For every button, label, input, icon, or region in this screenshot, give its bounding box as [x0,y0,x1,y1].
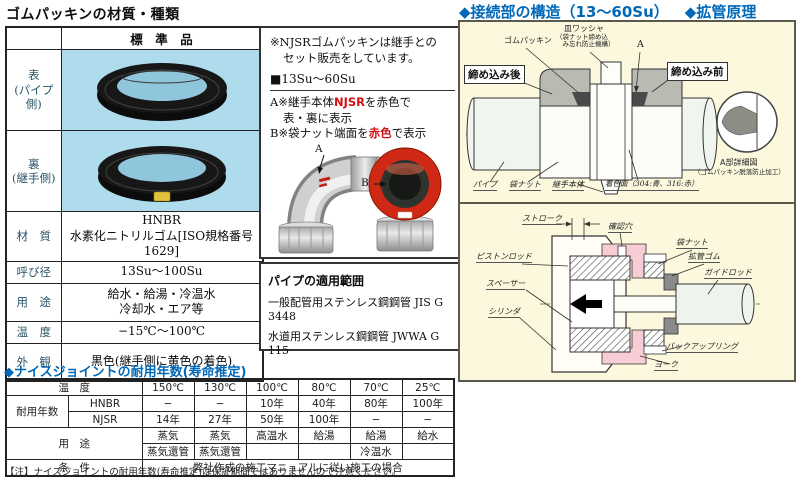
label-pipe: パイプ [473,180,497,192]
pipe-scope-box: パイプの適用範囲 一般配管用ステンレス鋼鋼管 JIS G 3448 水道用ステン… [259,262,462,357]
life-years-label: 耐用年数 [5,395,69,428]
red-njsr-mark [318,176,331,183]
spec-value-temp: −15℃〜100℃ [60,320,263,344]
joint-structure-diagram [466,47,778,195]
life-use-row2: 蒸気還管 蒸気還管 冷温水 [6,443,455,460]
white-tag [397,211,413,219]
life-njsr-row: NJSR 14年 27年 50年 100年 − − [6,411,455,428]
njsr-note-line1: ※NJSRゴムパッキンは継手との [270,35,437,49]
hnbr-label: HNBR [67,395,143,412]
footnote: 【注】ナイスジョイントの耐用年数(寿命推定)は保証期間ではありませんので注意くだ… [5,467,402,478]
life-hnbr-row: 耐用年数 HNBR − − 10年 40年 80年 100年 [5,395,455,428]
photo-label-a: A [315,143,323,155]
spec-value-appearance: 黒色(継手側に黄色の着色) [60,342,263,382]
fitting-photos [278,147,442,254]
label-after-tightening: 締め込み後 [464,65,525,84]
life-use-row1: 用 途 蒸気 蒸気 高温水 給湯 給湯 給水 [5,427,455,460]
photo-label-b: B [361,177,369,189]
expansion-principle-diagram [519,218,760,373]
structure-title-2: ◆拡管原理 [684,3,757,21]
label-nut-2: 袋ナット [676,238,708,250]
structure-section-title: ◆接続部の構造（13〜60Su） ◆拡管原理 [459,1,799,22]
label-nut: 袋ナット [509,180,541,192]
pipe-scope-line2: 水道用ステンレス鋼鋼管 JWWA G 115 [268,330,440,357]
life-condition-value: 弊社作成の施工マニュアルに従い施工の場合 [141,459,455,477]
label-guide-rod: ガイドロッド [704,268,752,280]
note-a-line2: 表・裏に表示 [283,110,352,125]
spec-label-material: 材 質 [5,211,62,262]
red-color-text: 赤色 [368,126,392,141]
spec-value-material: HNBR 水素化ニトリルゴム[ISO規格番号1629] [60,211,263,262]
spec-photo-back [60,130,263,212]
pipe-scope-title: パイプの適用範囲 [268,274,365,288]
label-stroke: ストローク [522,214,562,226]
njsr-red-text: NJSR [333,95,365,110]
spec-corner-cell [5,26,62,50]
label-piston-rod: ピストンロッド [476,252,532,264]
spec-label-use: 用 途 [5,282,62,322]
spec-label-size: 呼び径 [5,260,62,284]
structure-title-1: ◆接続部の構造（13〜60Su） [459,3,669,21]
label-washer: 皿ワッシャ [564,24,604,33]
packing-front-image [61,50,262,130]
njsr-size-range: ■13Su〜60Su [270,71,455,92]
spec-value-use: 給水・給湯・冷温水 冷却水・エア等 [60,282,263,322]
pipe-scope-line1: 一般配管用ステンレス鋼鋼管 JIS G 3448 [268,296,444,323]
life-section-title: ◆ナイスジョイントの耐用年数(寿命推定) [4,365,247,380]
label-before-tightening: 締め込み前 [667,62,728,81]
label-colored-surface: 着色面（304:青、316:赤） [605,179,699,191]
spec-label-back: 裏 (継手側) [5,130,62,212]
label-backup-ring: バックアップリング [666,342,738,354]
elbow-fitting-photo [278,154,385,254]
njsr-notes-box: ※NJSRゴムパッキンは継手との セット販売をしています。 ■13Su〜60Su… [259,26,462,259]
label-a-point: A [637,39,644,50]
label-yoke: ヨーク [654,360,678,372]
label-detail-view: A部詳細図 [720,158,758,167]
life-temp-row: 温 度 150℃ 130℃ 100℃ 80℃ 70℃ 25℃ [5,378,455,396]
label-cylinder: シリンダ [488,307,520,319]
life-condition-row: 条 件 弊社作成の施工マニュアルに従い施工の場合 [5,459,455,477]
note-b-line: B※袋ナット端面を赤色で表示 [270,126,427,141]
spec-value-size: 13Su〜100Su [60,260,263,284]
spec-label-front: 表 (パイプ側) [5,49,62,131]
spec-header-standard: 標 準 品 [60,26,263,50]
red-face-fitting-photo [368,147,442,252]
njsr-label: NJSR [67,411,143,428]
label-detail-sub: （ゴムパッキン脱落防止加工） [694,168,785,176]
packing-back-image [61,131,262,211]
life-temp-label: 温 度 [5,378,143,396]
panel-divider [460,202,794,204]
life-table: 温 度 150℃ 130℃ 100℃ 80℃ 70℃ 25℃ 耐用年数 HNBR… [5,378,455,477]
life-use-label: 用 途 [5,427,143,460]
label-check-hole: 確認穴 [608,222,632,234]
spec-label-temp: 温 度 [5,320,62,344]
label-joint-body: 継手本体 [552,180,584,192]
label-washer-sub: （袋ナット締め込 み忘れ防止機構） [556,33,615,49]
spec-table: 標 準 品 表 (パイプ側) 裏 (継手側) [5,26,264,383]
spec-section-title: ゴムパッキンの材質・種類 [6,7,180,23]
spec-photo-front [60,49,263,131]
njsr-note-line2: セット販売をしています。 [283,50,420,65]
yellow-mark [153,191,170,202]
diagram-panel: ゴムパッキン 皿ワッシャ （袋ナット締め込 み忘れ防止機構） A 締め込み後 締… [458,20,796,382]
label-gomupakkin: ゴムパッキン [504,36,552,45]
label-spacer: スペーサー [486,279,526,291]
note-a-line1: A※継手本体NJSRを赤色で [270,95,411,110]
label-expansion-rubber: 拡管ゴム [688,252,720,264]
